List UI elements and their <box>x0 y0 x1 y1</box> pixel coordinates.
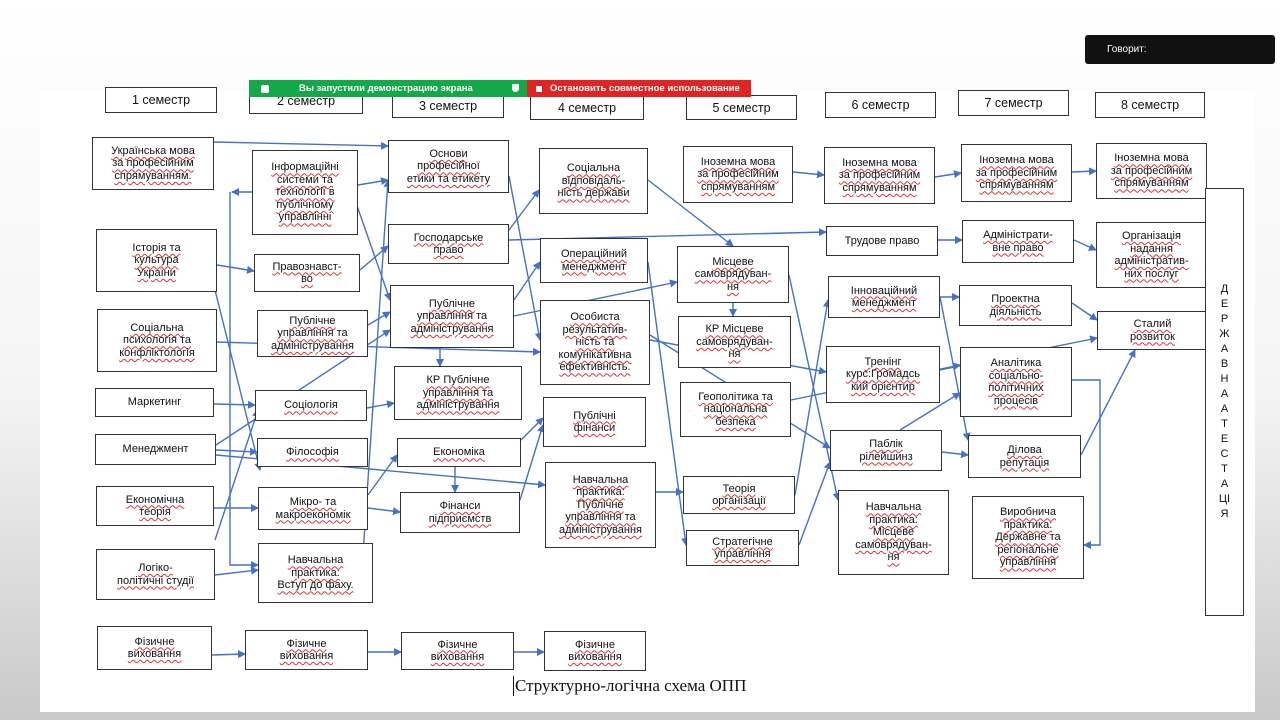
box-physical-education-4: Фізичне виховання <box>544 631 646 671</box>
box-foreign-language-7: Іноземна мова за професійним спрямування… <box>961 144 1072 202</box>
box-foreign-language-5: Іноземна мова за професійним спрямування… <box>683 146 793 203</box>
box-philosophy: Філософія <box>257 438 368 467</box>
box-practice-intro: Навчальна практика: Вступ до фаху. <box>258 543 373 603</box>
box-economics: Економіка <box>397 438 521 467</box>
phone-icon <box>261 84 269 93</box>
box-industrial-practice: Виробнича практика: Державне та регіонал… <box>972 496 1084 579</box>
box-enterprise-finance: Фінанси підприємств <box>400 492 520 533</box>
box-law-basics: Правознавст- во <box>254 254 360 292</box>
box-strategic-management: Стратегічне управління <box>686 530 799 566</box>
box-coursework-public-administration: КР Публічне управління та адмініструванн… <box>394 366 522 420</box>
semester-header-6: 6 семестр <box>825 92 936 118</box>
box-operational-management: Операційний менеджмент <box>540 238 648 283</box>
box-public-relations: Паблік рілейшинз <box>830 430 942 471</box>
box-micro-macro-economics: Мікро- та макроекономік <box>258 487 368 530</box>
box-state-social-responsibility: Соціальна відповідаль- ність держави <box>539 148 648 214</box>
box-training-public-orientation: Тренінг курс:Громадсь кий орієнтир <box>826 346 940 403</box>
semester-header-7: 7 семестр <box>958 90 1069 116</box>
box-physical-education-2: Фізичне виховання <box>245 630 368 670</box>
speaking-indicator: Говорит: <box>1085 35 1275 64</box>
box-management: Менеджмент <box>95 434 216 465</box>
box-coursework-local-self-government: КР Місцеве самоврядуван- ня <box>678 316 791 368</box>
box-business-reputation: Ділова репутація <box>968 435 1081 478</box>
box-sustainable-development: Сталий розвиток <box>1097 311 1208 350</box>
box-physical-education-1: Фізичне виховання <box>97 626 212 670</box>
box-marketing: Маркетинг <box>95 388 214 417</box>
shield-icon <box>512 84 519 92</box>
box-foreign-language-8: Іноземна мова за професійним спрямування… <box>1096 143 1207 199</box>
semester-header-8: 8 семестр <box>1095 92 1205 118</box>
state-attestation-box: ДЕРЖАВНА АТЕСТАЦІЯ <box>1205 188 1244 616</box>
box-economic-theory: Економічна теорія <box>96 486 214 526</box>
semester-header-3: 3 семестр <box>392 93 504 118</box>
box-administrative-services: Організація надання адміністратив- них п… <box>1096 222 1207 288</box>
box-project-activity: Проектна діяльність <box>959 285 1072 326</box>
box-socio-political-analytics: Аналітика соціально- політичних процесів <box>960 347 1072 417</box>
semester-header-4: 4 семестр <box>530 96 644 120</box>
box-labor-law: Трудове право <box>826 226 938 256</box>
box-foreign-language-6: Іноземна мова за професійним спрямування… <box>824 147 935 204</box>
box-practice-local-self-government: Навчальна практика: Місцеве самоврядуван… <box>838 490 949 575</box>
box-commercial-law: Господарське право <box>388 224 509 264</box>
box-information-systems: Інформаційні системи та технології в пуб… <box>252 150 358 235</box>
box-history-culture: Історія та культура України <box>96 229 217 292</box>
box-innovation-management: Інноваційний менеджмент <box>828 276 940 318</box>
box-ukrainian-language: Українська мова за професійним спрямуван… <box>92 137 214 190</box>
box-practice-public-administration: Навчальна практика: Публічне управління … <box>545 462 656 548</box>
state-attestation-label: ДЕРЖАВНА АТЕСТАЦІЯ <box>1218 283 1231 520</box>
box-physical-education-3: Фізичне виховання <box>401 632 514 670</box>
box-professional-ethics: Основи професійної етики та етикету <box>388 140 509 193</box>
diagram-caption: Структурно-логічна схема ОПП <box>513 676 747 696</box>
screen-share-status-text: Вы запустили демонстрацию экрана <box>299 83 473 94</box>
box-public-administration-3: Публічне управління та адміністрування <box>390 285 514 348</box>
stop-sharing-button[interactable]: Остановить совместное использование <box>527 80 751 97</box>
box-social-psychology: Соціальна психологія та конфліктологія <box>97 309 217 372</box>
box-local-self-government: Місцеве самоврядуван- ня <box>677 246 789 303</box>
screen-share-status: Вы запустили демонстрацию экрана <box>249 80 527 97</box>
box-sociology: Соціологія <box>255 390 367 421</box>
box-public-administration-2: Публічне управління та адміністрування <box>257 310 368 357</box>
semester-header-1: 1 семестр <box>105 87 217 113</box>
box-personal-effectiveness: Особиста результатив- ність та комунікат… <box>540 300 650 385</box>
box-geopolitics-security: Геополітика та національна безпека <box>680 382 791 437</box>
semester-header-5: 5 семестр <box>686 95 797 120</box>
speaking-label: Говорит: <box>1107 44 1147 55</box>
box-logic-political-studies: Логіко- політичні студії <box>96 549 215 600</box>
box-administrative-law: Адміністрати- вне право <box>962 220 1074 263</box>
box-public-finance: Публічні фінанси <box>543 397 646 447</box>
box-organization-theory: Теорія організації <box>683 476 795 514</box>
stop-sharing-label: Остановить совместное использование <box>550 83 740 94</box>
stop-icon <box>536 85 542 92</box>
